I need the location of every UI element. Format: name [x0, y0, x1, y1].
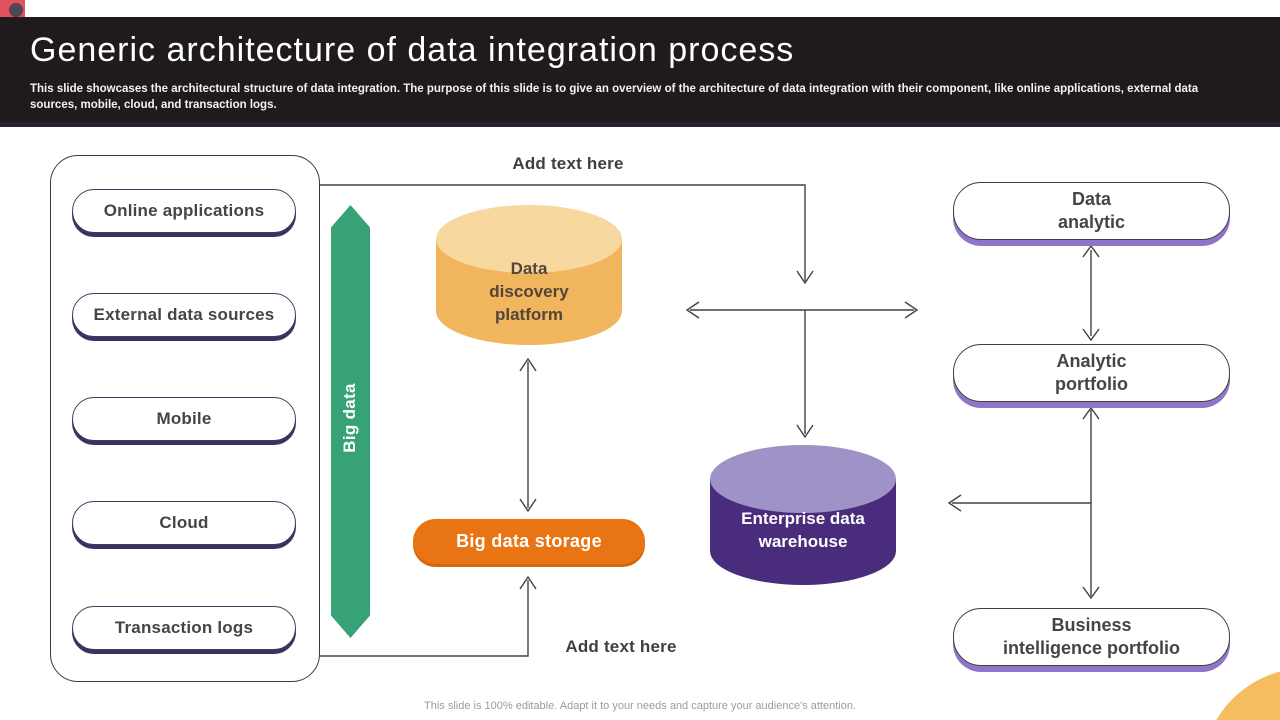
- label-line: Analytic: [1056, 351, 1127, 371]
- arrowhead-down-icon: [1082, 328, 1100, 342]
- data-discovery-platform-cylinder[interactable]: Data discovery platform: [436, 205, 622, 345]
- source-pill-label: Mobile: [156, 409, 212, 428]
- connector-bottom-route: [318, 580, 529, 657]
- page-title: Generic architecture of data integration…: [30, 31, 795, 69]
- arrowhead-down-icon: [1082, 586, 1100, 600]
- label-line: Data: [1071, 189, 1111, 209]
- add-text-placeholder-bottom[interactable]: Add text here: [565, 637, 677, 656]
- arrowhead-left-icon: [947, 494, 962, 512]
- label-line: warehouse: [758, 532, 848, 551]
- label-line: portfolio: [1055, 374, 1128, 394]
- source-pill-cloud[interactable]: Cloud: [72, 501, 296, 545]
- label-line: Data: [510, 259, 548, 278]
- arrowhead-down-icon: [796, 270, 814, 285]
- source-pill-external-data-sources[interactable]: External data sources: [72, 293, 296, 337]
- label-line: platform: [495, 305, 563, 324]
- editable-note: This slide is 100% editable. Adapt it to…: [424, 700, 856, 712]
- data-analytic-pill[interactable]: Data analytic: [953, 182, 1230, 240]
- slide-description: This slide showcases the architectural s…: [30, 83, 1199, 111]
- arrowhead-left-icon: [685, 301, 700, 319]
- big-data-storage-pill[interactable]: Big data storage: [413, 519, 645, 564]
- label-line: analytic: [1057, 212, 1126, 232]
- arrowhead-down-icon: [796, 424, 814, 439]
- arrowhead-up-icon: [1082, 406, 1100, 420]
- arrowhead-up-icon: [1082, 244, 1100, 258]
- source-pill-mobile[interactable]: Mobile: [72, 397, 296, 441]
- enterprise-data-warehouse-label: Enterprise data warehouse: [710, 507, 896, 553]
- arrowhead-up-icon: [519, 357, 537, 372]
- cylinder-top: [436, 205, 622, 273]
- source-pill-transaction-logs[interactable]: Transaction logs: [72, 606, 296, 650]
- data-discovery-platform-label: Data discovery platform: [436, 257, 622, 326]
- source-pill-online-applications[interactable]: Online applications: [72, 189, 296, 233]
- arrowhead-up-icon: [519, 575, 537, 590]
- arrowhead-right-icon: [904, 301, 919, 319]
- analytic-portfolio-pill[interactable]: Analytic portfolio: [953, 344, 1230, 402]
- cylinder-top: [710, 445, 896, 513]
- label-line: Enterprise data: [741, 509, 865, 528]
- add-text-placeholder-top[interactable]: Add text here: [512, 154, 624, 173]
- connector-top-route: [318, 184, 806, 281]
- business-intelligence-portfolio-pill[interactable]: Business intelligence portfolio: [953, 608, 1230, 666]
- big-data-storage-label: Big data storage: [456, 531, 602, 551]
- label-line: discovery: [489, 282, 569, 301]
- label-line: intelligence portfolio: [1002, 638, 1180, 658]
- label-line: Business: [1051, 615, 1132, 635]
- arrowhead-down-icon: [519, 498, 537, 513]
- source-pill-label: Cloud: [159, 513, 209, 532]
- source-pill-label: Transaction logs: [114, 618, 254, 637]
- enterprise-data-warehouse-cylinder[interactable]: Enterprise data warehouse: [710, 445, 896, 585]
- big-data-label: Big data: [340, 383, 359, 453]
- source-pill-label: External data sources: [93, 305, 275, 324]
- slide-header: Generic architecture of data integration…: [0, 17, 1280, 127]
- data-sources-panel[interactable]: Online applications External data source…: [50, 155, 320, 682]
- big-data-arrow-banner[interactable]: Big data: [331, 205, 370, 638]
- source-pill-label: Online applications: [103, 201, 265, 220]
- gray-dot-accent: [9, 3, 23, 17]
